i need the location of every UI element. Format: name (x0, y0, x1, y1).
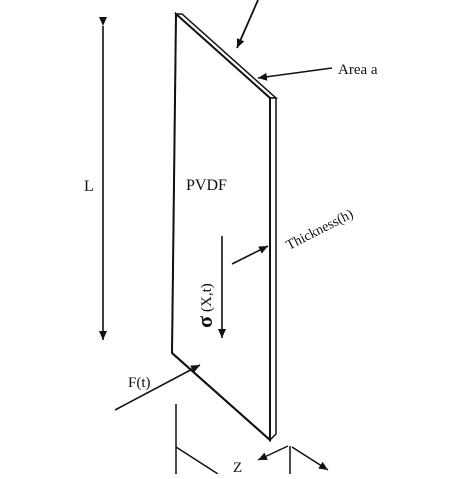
length-label: L (84, 178, 94, 195)
pvdf-panel (170, 11, 278, 443)
axis-z-arrow (257, 445, 289, 461)
stress-args: (X,t) (199, 283, 215, 312)
coordinate-axes: Z (175, 404, 329, 476)
force-label: F(t) (128, 375, 151, 391)
stress-symbol: σ (192, 316, 217, 328)
top-arrow (236, 0, 259, 49)
panel-bottom-edge (171, 352, 271, 441)
thickness-label: Thickness(h) (284, 207, 356, 254)
thickness-arrow (231, 245, 269, 265)
area-label: Area a (338, 62, 378, 78)
axis-z-label: Z (233, 460, 242, 474)
axis-diagonal (175, 446, 219, 475)
panel-front-face (170, 11, 271, 443)
area-arrow (257, 67, 333, 81)
material-label: PVDF (186, 177, 227, 194)
axis-right-arrow (291, 446, 329, 471)
panel-back-edge (171, 13, 177, 354)
stress-label: σ (X,t) (192, 283, 217, 328)
force-arrow (114, 364, 201, 411)
